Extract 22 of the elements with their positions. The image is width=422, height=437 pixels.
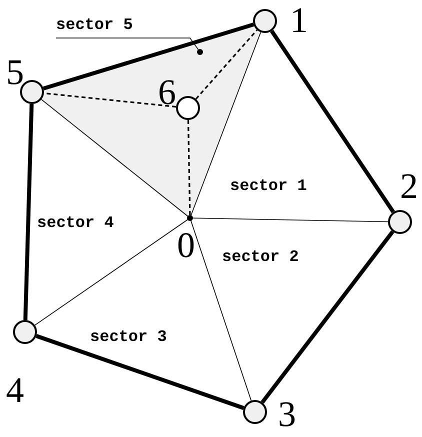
edge-line	[23, 104, 34, 320]
sector-label: sector 5	[56, 14, 133, 36]
sector-label: sector 1	[230, 176, 307, 197]
edge-line	[42, 22, 254, 90]
edge-line	[34, 218, 190, 326]
edge-line	[270, 30, 395, 214]
vertex-number: 3	[278, 394, 296, 434]
sector-label: sector 2	[222, 247, 299, 268]
vertex-number: 4	[6, 370, 24, 410]
leader-line	[56, 38, 199, 50]
edge-line	[44, 92, 176, 108]
vertex-number: 2	[400, 166, 418, 206]
edge-line	[36, 334, 244, 410]
sector-label: sector 4	[37, 213, 114, 234]
edge-line	[260, 230, 394, 404]
vertex-number: 6	[158, 72, 176, 112]
sector-label: sector 3	[90, 327, 167, 348]
vertex-number: 1	[290, 0, 308, 40]
vertex-number: 5	[6, 52, 24, 92]
vertex-number: 0	[177, 225, 195, 265]
edge-line	[40, 99, 190, 218]
edge-line	[195, 29, 258, 100]
